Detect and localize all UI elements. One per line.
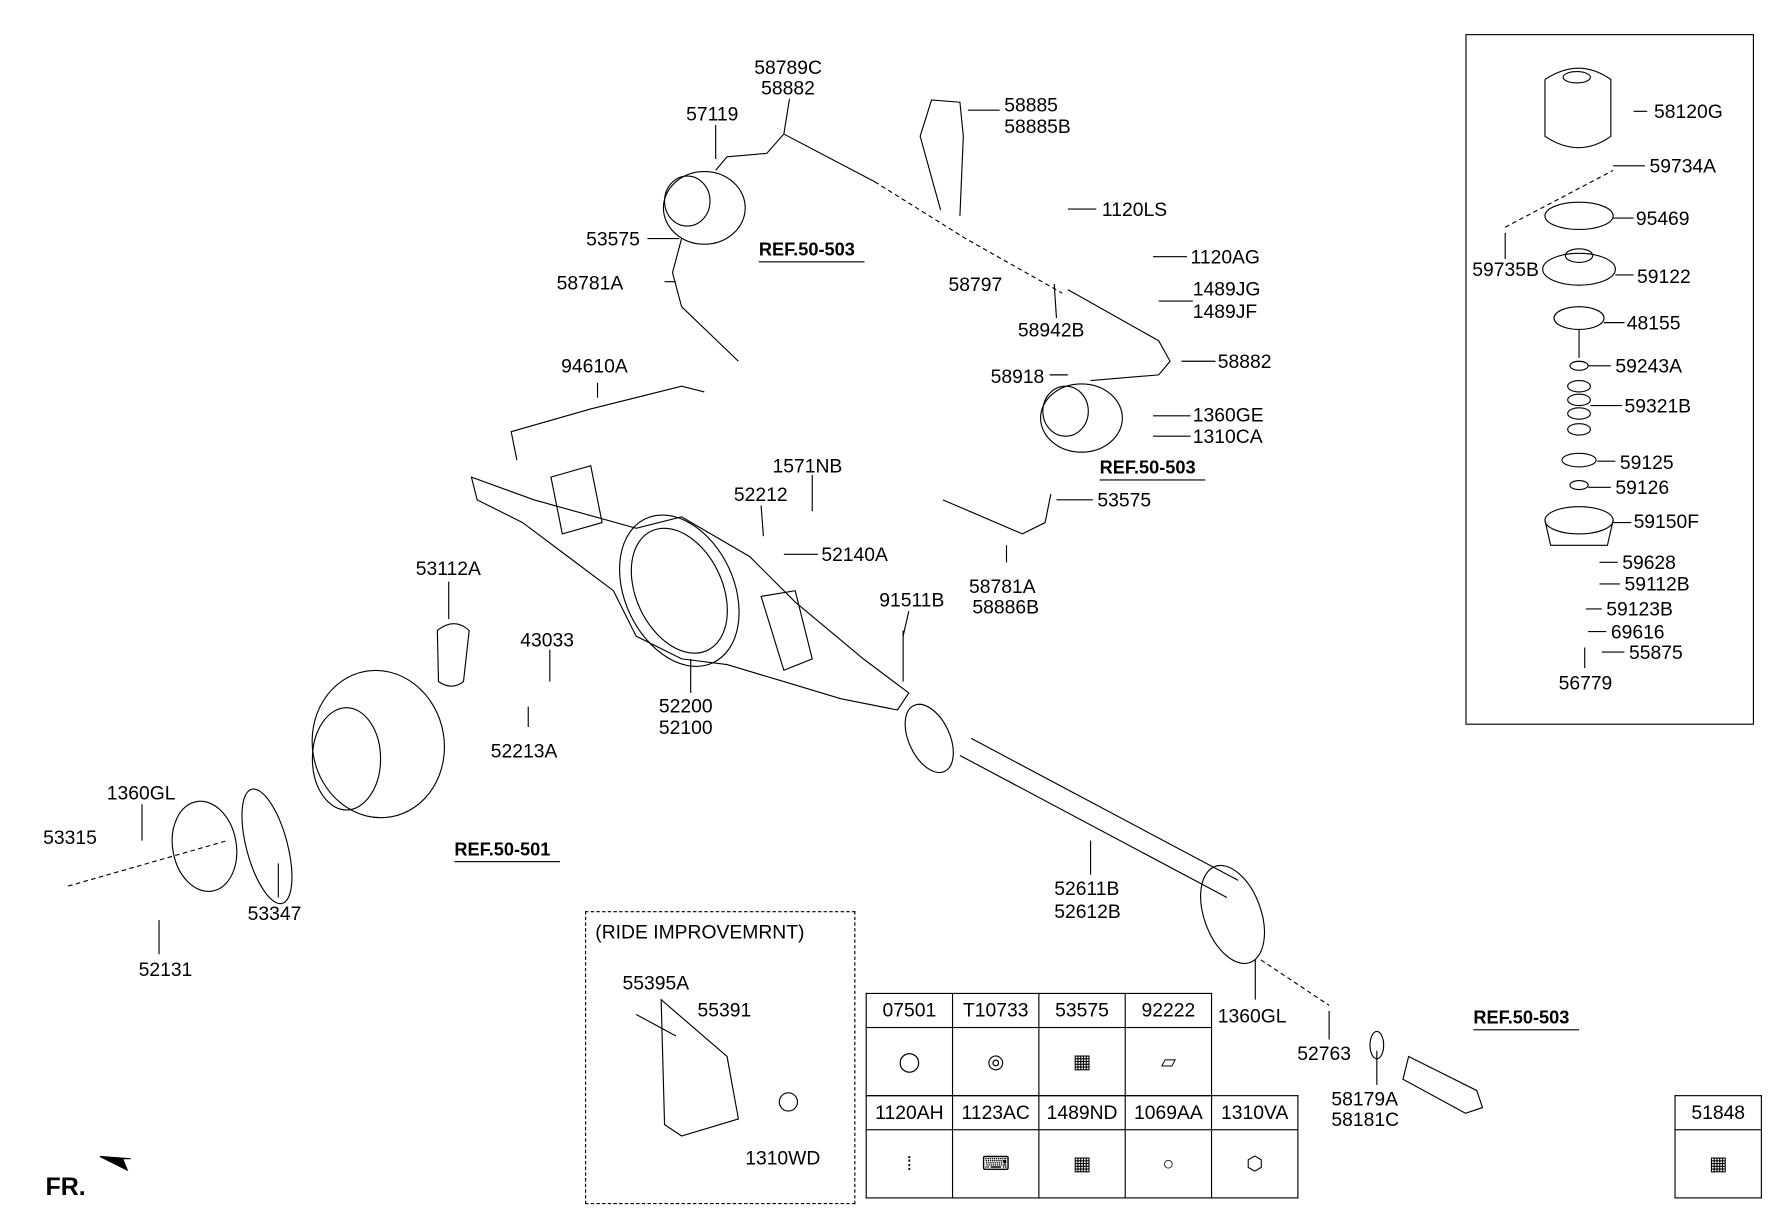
- inset-label: 59321B: [1624, 395, 1692, 417]
- inset-label: 59126: [1615, 477, 1670, 499]
- bearing-icon: ◎: [951, 1026, 1040, 1097]
- part-label: 1310CA: [1192, 426, 1263, 448]
- part-label: 52200: [658, 695, 713, 717]
- inset-label: 59628: [1622, 552, 1676, 574]
- ride-improvement-box: [585, 911, 856, 1205]
- table-header: 51848: [1674, 1095, 1762, 1131]
- part-label: 1360GE: [1192, 404, 1264, 426]
- brake-chambers: [510, 99, 1171, 682]
- inset-box: [1465, 34, 1754, 725]
- part-label: 58781A: [969, 575, 1036, 598]
- screw-icon: ⁞: [865, 1129, 954, 1199]
- part-label: 58882: [1217, 351, 1272, 373]
- part-label: 52100: [658, 716, 713, 739]
- table-header: 1489ND: [1038, 1095, 1126, 1131]
- inset-label: 95469: [1635, 207, 1690, 230]
- part-label: 58885B: [1004, 115, 1071, 138]
- ride-improvement-title: (RIDE IMPROVEMRNT): [595, 921, 805, 943]
- part-label: 58797: [948, 273, 1003, 296]
- axle-housing: [470, 465, 910, 711]
- parts-table-top: 07501 T10733 53575 92222 ◯ ◎ ▦ ▱: [865, 992, 1213, 1097]
- part-label: 52611B: [1054, 878, 1120, 900]
- inset-label: 48155: [1626, 312, 1681, 334]
- part-label: 58789C: [754, 56, 822, 79]
- bolt-icon: ⌨: [951, 1129, 1040, 1199]
- table-header: 1123AC: [951, 1095, 1040, 1131]
- part-label: 1310WD: [745, 1147, 821, 1169]
- part-label: 53315: [43, 827, 97, 849]
- ref-label[interactable]: REF.50-503: [1473, 1009, 1579, 1031]
- inset-label: 69616: [1610, 621, 1665, 643]
- o-ring-icon: ◯: [865, 1026, 954, 1097]
- part-label: 53575: [586, 228, 640, 250]
- part-label: 52612B: [1054, 900, 1121, 923]
- part-label: 58781A: [556, 272, 624, 295]
- table-header: 1069AA: [1124, 1095, 1213, 1131]
- part-label: 1360GL: [1217, 1005, 1287, 1027]
- table-header: 53575: [1038, 992, 1126, 1029]
- part-label: 1120LS: [1101, 198, 1168, 221]
- part-label: 52131: [138, 958, 193, 981]
- part-label: 58885: [1004, 94, 1058, 116]
- axle-shaft: [904, 703, 1266, 965]
- inset-label: 59123B: [1606, 598, 1673, 621]
- inset-label: 59122: [1636, 265, 1691, 288]
- nut-icon: ⬡: [1210, 1129, 1299, 1199]
- table-header: 1120AH: [865, 1095, 954, 1131]
- clip-icon: ▦: [1038, 1129, 1126, 1199]
- hub-drum: [171, 623, 470, 905]
- inset-label: 59734A: [1649, 155, 1717, 178]
- part-label: 52140A: [821, 544, 888, 566]
- part-label: 55395A: [622, 972, 690, 995]
- leader-lines: [68, 98, 1484, 1172]
- part-label: 1120AG: [1190, 246, 1260, 269]
- inset-label: 59125: [1619, 452, 1674, 474]
- table-header: 1310VA: [1210, 1095, 1299, 1131]
- clip-icon: ▦: [1038, 1026, 1126, 1097]
- bushing-icon: ○: [1124, 1129, 1213, 1199]
- part-label: 52212: [733, 483, 788, 506]
- part-label: 91511B: [879, 589, 945, 612]
- part-label: 94610A: [561, 355, 628, 378]
- part-label: 58181C: [1331, 1108, 1400, 1131]
- inset-label: 59735B: [1472, 259, 1539, 281]
- part-label: 53575: [1097, 489, 1152, 512]
- part-label: 43033: [520, 629, 574, 651]
- part-label: 53347: [247, 903, 302, 925]
- part-label: 58942B: [1017, 319, 1085, 341]
- inset-label: 56779: [1558, 672, 1613, 695]
- sealant-tube-icon: ▱: [1124, 1026, 1213, 1097]
- inset-label: 58120G: [1654, 101, 1723, 123]
- inset-label: 55875: [1629, 641, 1683, 664]
- front-marker: FR.: [45, 1172, 86, 1201]
- inset-label: 59150F: [1633, 511, 1700, 533]
- table-header: 92222: [1124, 992, 1213, 1029]
- ref-label[interactable]: REF.50-501: [454, 841, 560, 863]
- part-label: 1571NB: [772, 455, 843, 478]
- table-header: 07501: [865, 992, 954, 1029]
- inset-label: 59112B: [1624, 573, 1690, 596]
- part-label: 57119: [686, 103, 739, 125]
- ref-label[interactable]: REF.50-503: [1099, 459, 1205, 481]
- part-label: 58886B: [972, 596, 1040, 618]
- parts-table-bottom: 1120AH 1123AC 1489ND 1069AA 1310VA ⁞ ⌨ ▦…: [865, 1095, 1299, 1199]
- part-label: 1489JG: [1192, 278, 1261, 300]
- part-label: 58179A: [1331, 1088, 1398, 1110]
- part-label: 1489JF: [1192, 301, 1258, 323]
- inset-drawings: [1504, 67, 1648, 668]
- part-label: 52763: [1297, 1042, 1352, 1065]
- single-part-table: 51848 ▦: [1674, 1095, 1762, 1199]
- part-label: 58918: [990, 365, 1045, 388]
- clip-icon: ▦: [1674, 1129, 1762, 1199]
- part-label: 58882: [761, 77, 815, 99]
- part-label: 55391: [697, 999, 752, 1022]
- table-header: T10733: [951, 992, 1040, 1029]
- part-label: 52213A: [490, 740, 558, 763]
- part-label: 53112A: [415, 557, 481, 580]
- ref-label[interactable]: REF.50-503: [758, 241, 864, 263]
- part-label: 1360GL: [106, 782, 176, 805]
- inset-label: 59243A: [1615, 355, 1682, 378]
